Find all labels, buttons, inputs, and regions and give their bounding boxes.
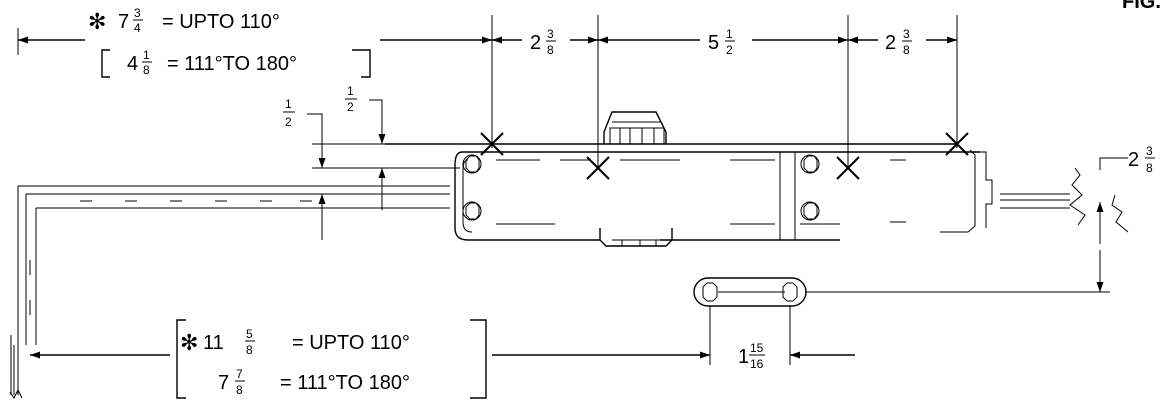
mounting-screw [462, 154, 482, 174]
closer-outline [462, 159, 473, 233]
callout-text: = 111°TO 180° [167, 53, 297, 75]
spring-housing [603, 111, 667, 144]
callout-frac-num: 3 [134, 6, 141, 20]
hole-x-mark [480, 132, 504, 156]
right-dimension: 2 3 8 [805, 144, 1155, 293]
leader-line [369, 99, 386, 144]
dimension-frac-num: 1 [347, 84, 354, 98]
mounting-screw [800, 201, 820, 221]
dimension-frac-num: 15 [750, 341, 764, 355]
dimension-whole: 2 [1128, 149, 1139, 171]
door-closer-body [385, 111, 1129, 247]
callout-frac-num: 1 [143, 48, 150, 62]
right-bracket [352, 49, 371, 78]
callout-frac-den: 8 [246, 343, 253, 357]
dimension-frac-den: 16 [750, 357, 764, 371]
figure-label: FIG. [1122, 0, 1161, 13]
dimension-whole: 1 [738, 346, 749, 368]
left-bracket [176, 319, 186, 399]
callout-text: = UPTO 110° [292, 332, 410, 354]
callout-frac-den: 8 [236, 383, 243, 397]
link-width-dimension: 1 15 16 [738, 341, 855, 371]
closer-outline [980, 151, 993, 228]
bottom-callout: ✻ 11 5 8 = UPTO 110° 7 7 8 = 111°TO 180° [30, 319, 710, 399]
dimension-frac-den: 8 [547, 43, 554, 57]
leader-line [307, 113, 326, 168]
half-inch-dimensions: 1 2 1 2 [283, 84, 490, 240]
arm-link-pin [702, 282, 718, 302]
dimension-frac-den: 8 [903, 43, 910, 57]
callout-frac-num: 5 [246, 327, 253, 341]
dimension-frac-num: 1 [285, 97, 292, 111]
mounting-screw [462, 201, 482, 221]
dimension-whole: 2 [530, 32, 541, 54]
callout-whole: 7 [218, 372, 229, 394]
hole-x-mark [945, 132, 969, 156]
break-mark [9, 388, 23, 399]
callout-text: = 111°TO 180° [280, 372, 410, 394]
callout-text: = UPTO 110° [162, 11, 280, 33]
arm-link-outline [693, 277, 807, 307]
dimension-frac-den: 2 [347, 100, 354, 114]
top-callout: ✻ 7 3 4 = UPTO 110° 4 1 8 = 111°TO 180° [88, 6, 371, 78]
dimension-frac-den: 8 [1146, 161, 1153, 175]
asterisk-symbol: ✻ [180, 330, 198, 355]
dimension-frac-den: 2 [285, 115, 292, 129]
callout-whole: 4 [127, 53, 138, 75]
pinion-base [599, 228, 673, 247]
top-dimension-chain: 2 3 8 5 1 2 2 3 8 [17, 15, 958, 168]
leader-line [1099, 157, 1128, 170]
closer-outline [940, 149, 976, 233]
callout-frac-den: 8 [143, 63, 150, 77]
callout-whole: 11 [203, 332, 224, 354]
left-bracket [101, 49, 110, 78]
door-frame [9, 185, 450, 399]
callout-whole: 7 [118, 11, 129, 33]
hole-x-mark [836, 156, 860, 180]
break-mark [1069, 167, 1086, 226]
dimension-frac-num: 3 [903, 27, 910, 41]
right-bracket [470, 319, 487, 399]
dimension-frac-den: 2 [726, 43, 733, 57]
arm-link [693, 277, 807, 365]
hole-x-mark [586, 156, 610, 180]
dimension-frac-num: 3 [547, 27, 554, 41]
arm-link-pin [782, 282, 798, 302]
dimension-frac-num: 1 [726, 27, 733, 41]
dimension-whole: 5 [708, 32, 719, 54]
asterisk-symbol: ✻ [88, 9, 106, 34]
mounting-screw [800, 154, 820, 174]
callout-frac-den: 4 [134, 21, 141, 35]
closer-outline [454, 151, 600, 241]
callout-frac-num: 7 [236, 367, 243, 381]
housing-cap [609, 127, 665, 145]
dimension-whole: 2 [885, 32, 896, 54]
hole-location-marks [480, 132, 969, 180]
break-mark [1111, 194, 1129, 233]
dimension-frac-num: 3 [1146, 144, 1153, 158]
